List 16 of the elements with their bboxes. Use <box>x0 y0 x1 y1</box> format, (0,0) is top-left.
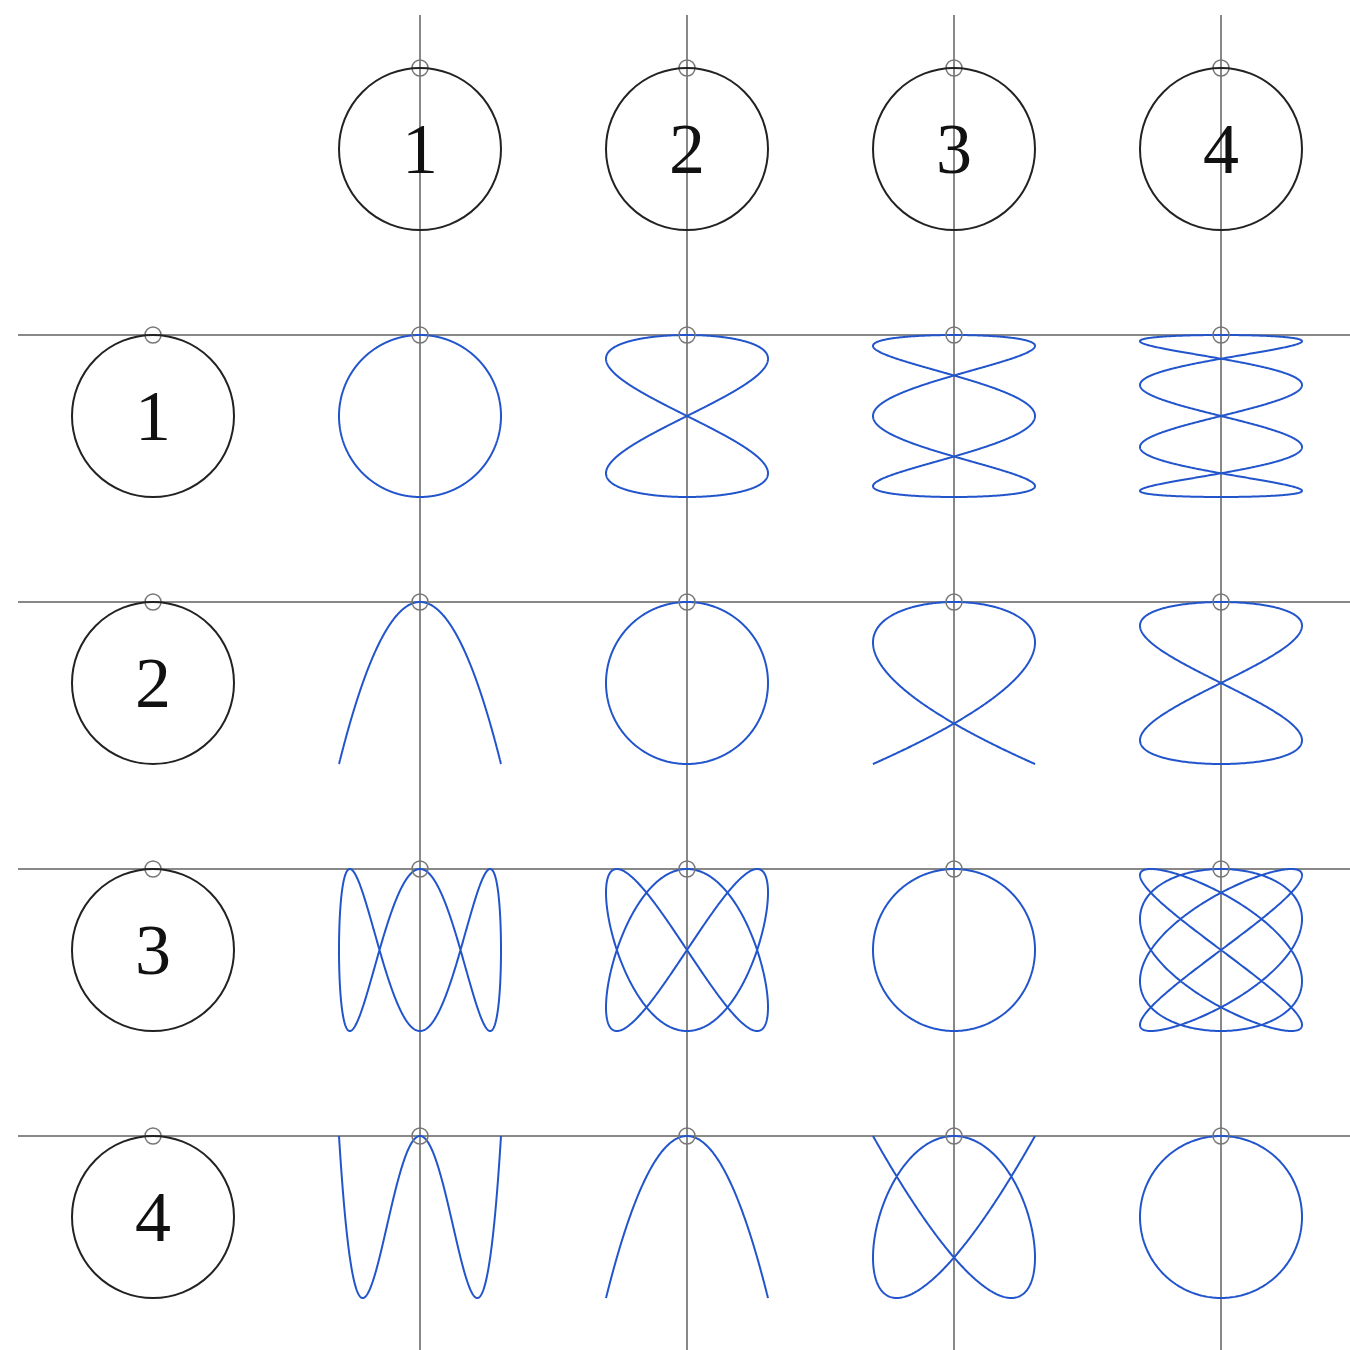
wheel-circle <box>71 868 235 1032</box>
wheel-circle <box>71 334 235 498</box>
frequency-number: 3 <box>936 113 972 185</box>
wheel-circle <box>338 67 502 231</box>
frequency-number: 1 <box>135 380 171 452</box>
frequency-number: 1 <box>402 113 438 185</box>
wheel-circle <box>71 601 235 765</box>
wheel-circle <box>872 67 1036 231</box>
frequency-number: 2 <box>669 113 705 185</box>
wheel-circle <box>605 67 769 231</box>
frequency-number: 4 <box>135 1181 171 1253</box>
wheel-circle <box>1139 67 1303 231</box>
wheel-circle <box>71 1135 235 1299</box>
frequency-number: 3 <box>135 914 171 986</box>
frequency-number: 2 <box>135 647 171 719</box>
frequency-number: 4 <box>1203 113 1239 185</box>
